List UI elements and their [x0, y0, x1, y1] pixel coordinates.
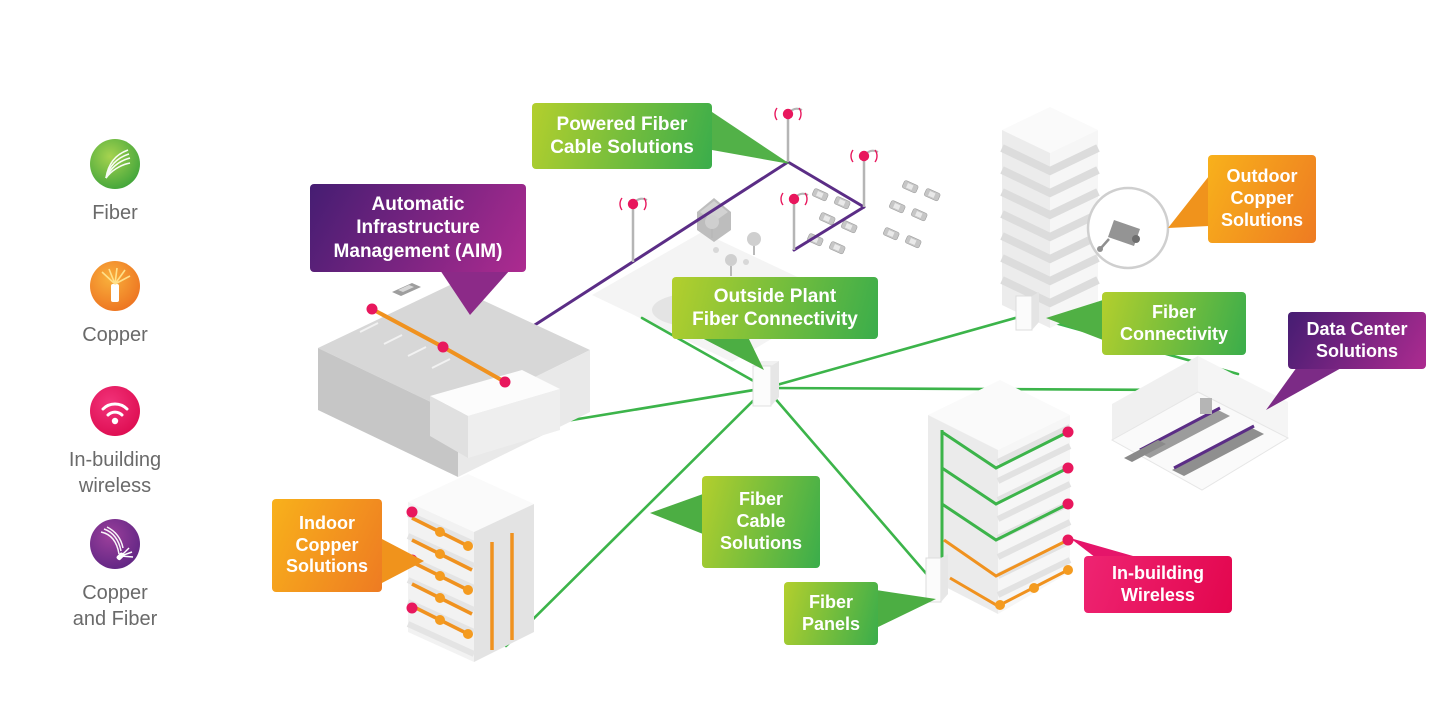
wireless-antenna-dot [499, 376, 511, 388]
callout-fiber-connectivity: Fiber Connectivity [1102, 292, 1246, 355]
copper-icon [90, 261, 140, 311]
high-rise-building-fiber [925, 380, 1074, 614]
tree [747, 232, 761, 255]
wireless-antenna-dot [406, 602, 418, 614]
fiber-network-links [504, 313, 1240, 648]
callout-label: Powered Fiber Cable Solutions [550, 113, 694, 158]
street-light [780, 192, 809, 250]
callout-pointer-outside-plant [700, 337, 764, 370]
callout-automatic-infrastructure-management: Automatic Infrastructure Management (AIM… [310, 184, 526, 272]
fiber-link-apartment [504, 386, 768, 648]
callout-pointer-aim [440, 270, 510, 315]
street-lights [619, 107, 879, 262]
rooftop-car [392, 283, 421, 296]
fiber-link-campus [558, 386, 768, 424]
wireless-antenna-dot [1062, 534, 1074, 546]
callout-outside-plant-fiber-connectivity: Outside Plant Fiber Connectivity [672, 277, 878, 339]
apartment-building-copper [406, 474, 534, 662]
callout-powered-fiber-cable-solutions: Powered Fiber Cable Solutions [532, 103, 712, 169]
callout-label: Outside Plant Fiber Connectivity [692, 285, 858, 330]
outside-plant-cabinet [752, 361, 779, 407]
fiber-link-park [640, 316, 768, 390]
legend-item-in-building-wireless: In-building wireless [40, 385, 190, 499]
wireless-antenna-dot [366, 303, 378, 315]
street-light [774, 107, 803, 162]
wireless-antenna-dot [627, 198, 639, 210]
wireless-antenna-dot [1062, 426, 1074, 438]
callout-fiber-panels: Fiber Panels [784, 582, 878, 645]
server-rack-row [1172, 424, 1264, 476]
callout-pointer-fiber-connectivity [1046, 300, 1103, 340]
callout-pointer-data-center [1266, 367, 1343, 410]
copper-junction-dots [435, 527, 473, 639]
server-rack-row [1124, 440, 1166, 462]
callout-pointer-powered-fiber [712, 112, 790, 164]
wireless-antenna-dot [1062, 462, 1074, 474]
callout-pointer-fiber-cable [650, 494, 703, 534]
copper-and-fiber-icon [90, 519, 140, 569]
tower-base-cabinet [1015, 292, 1039, 331]
callout-data-center-solutions: Data Center Solutions [1288, 312, 1426, 369]
legend-label-in-building-wireless: In-building wireless [68, 449, 162, 497]
copper-junction-dots [995, 565, 1073, 610]
callout-label: In-building Wireless [1112, 562, 1204, 605]
enterprise-campus-building [318, 283, 590, 477]
security-camera-detail [1086, 186, 1170, 270]
callout-in-building-wireless: In-building Wireless [1084, 556, 1232, 613]
fiber-link-fiber-panel [764, 386, 932, 580]
riser-fiber-cables [940, 430, 1069, 576]
office-tower [1000, 107, 1170, 331]
callout-indoor-copper-solutions: Indoor Copper Solutions [272, 499, 382, 592]
callout-label: Outdoor Copper Solutions [1221, 166, 1303, 230]
legend-label-copper: Copper [82, 324, 148, 346]
callout-pointer-indoor-copper [380, 538, 424, 584]
legend-item-copper-and-fiber: Copper and Fiber [40, 518, 190, 632]
tree [705, 215, 719, 238]
data-center-room [1110, 356, 1290, 491]
security-camera-icon [1108, 220, 1140, 246]
callout-label: Indoor Copper Solutions [286, 512, 368, 577]
wireless-antenna-dot [437, 341, 449, 353]
callout-label: Fiber Connectivity [1119, 301, 1229, 344]
street-light [619, 197, 648, 262]
wireless-antenna-dot [1062, 498, 1074, 510]
legend-item-copper: Copper [40, 260, 190, 348]
fiber-link-data-center [764, 386, 1190, 392]
tree [725, 254, 737, 276]
in-building-wireless-icon [90, 386, 140, 436]
callout-outdoor-copper-solutions: Outdoor Copper Solutions [1208, 155, 1316, 243]
fiber-icon [90, 139, 140, 189]
parked-cars [807, 180, 941, 255]
street-light [850, 149, 879, 207]
callout-label: Fiber Cable Solutions [720, 489, 802, 553]
legend-item-fiber: Fiber [40, 138, 190, 226]
wireless-antenna-dot [782, 108, 794, 120]
legend-label-fiber: Fiber [92, 202, 138, 224]
callout-label: Automatic Infrastructure Management (AIM… [333, 194, 503, 262]
callout-pointer-in-building-wireless [1070, 538, 1140, 558]
callout-pointers [380, 112, 1343, 628]
wireless-antenna-dot [858, 150, 870, 162]
wireless-antenna-dot [406, 506, 418, 518]
callout-label: Data Center Solutions [1306, 318, 1408, 361]
powered-fiber-route [525, 160, 866, 332]
wireless-antenna-dot [788, 193, 800, 205]
callout-pointer-outdoor-copper [1168, 176, 1209, 228]
fiber-link-tower [764, 313, 1028, 390]
callout-fiber-cable-solutions: Fiber Cable Solutions [702, 476, 820, 568]
legend-label-copper-and-fiber: Copper and Fiber [72, 582, 158, 630]
callout-label: Fiber Panels [801, 591, 861, 634]
callout-pointer-fiber-panels [876, 590, 936, 628]
fiber-panel-cabinet [925, 554, 948, 603]
